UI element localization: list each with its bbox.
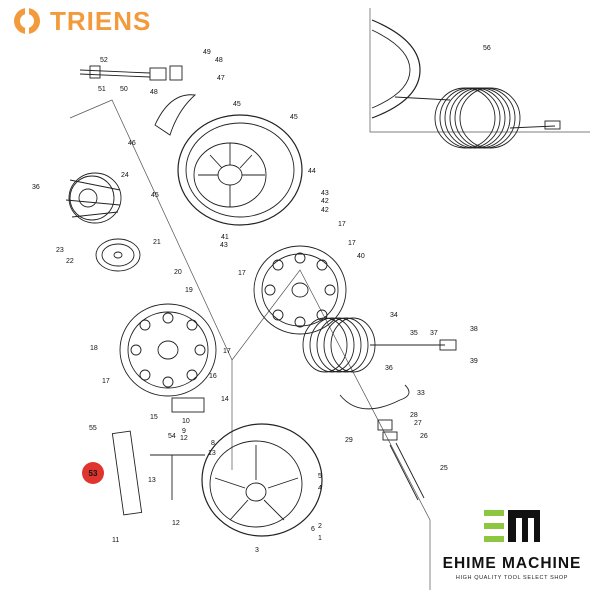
- part-number-label: 50: [120, 86, 128, 93]
- part-number-label: 12: [172, 520, 180, 527]
- part-number-label: 17: [238, 270, 246, 277]
- highlight-marker: [82, 462, 104, 484]
- part-number-label: 36: [385, 365, 393, 372]
- part-number-label: 43: [321, 190, 329, 197]
- part-number-label: 12: [180, 435, 188, 442]
- part-number-label: 16: [209, 373, 217, 380]
- part-number-label: 54: [168, 433, 176, 440]
- part-number-label: 38: [470, 326, 478, 333]
- part-number-label: 45: [233, 101, 241, 108]
- part-number-label: 1: [318, 535, 322, 542]
- plate-18: [119, 303, 217, 397]
- fitting-stack: [377, 419, 425, 501]
- top-fittings: [79, 65, 183, 81]
- footer-name: EHIME MACHINE: [442, 555, 582, 572]
- part-number-label: 45: [151, 192, 159, 199]
- inset-hose-reel: [371, 19, 561, 149]
- brand-mark-icon: [14, 6, 40, 36]
- part-number-label: 35: [410, 330, 418, 337]
- part-number-label: 2: [318, 523, 322, 530]
- part-number-label: 48: [150, 89, 158, 96]
- part-number-label: 43: [220, 242, 228, 249]
- part-number-label: 13: [148, 477, 156, 484]
- part-number-label: 25: [440, 465, 448, 472]
- part-number-label: 42: [321, 207, 329, 214]
- part-number-label: 47: [217, 75, 225, 82]
- plate-40: [253, 245, 347, 335]
- part-number-label: 44: [308, 168, 316, 175]
- part-number-label: 19: [185, 287, 193, 294]
- part-number-label: 13: [208, 450, 216, 457]
- drum-housing: [177, 114, 303, 226]
- bracket-53: [111, 430, 205, 516]
- part-number-label: 23: [56, 247, 64, 254]
- part-number-label: 26: [420, 433, 428, 440]
- part-number-label: 37: [430, 330, 438, 337]
- part-number-label: 17: [223, 348, 231, 355]
- part-number-label: 22: [66, 258, 74, 265]
- part-number-label: 36: [32, 184, 40, 191]
- outline-guide: [231, 269, 431, 590]
- part-number-label: 10: [182, 418, 190, 425]
- part-number-label: 28: [410, 412, 418, 419]
- hose-33: [339, 384, 410, 410]
- part-number-label: 46: [128, 140, 136, 147]
- part-number-label: 5: [318, 473, 322, 480]
- part-number-label: 33: [417, 390, 425, 397]
- part-number-label: 3: [255, 547, 259, 554]
- part-number-label: 27: [414, 420, 422, 427]
- part-number-label: 49: [203, 49, 211, 56]
- part-number-label: 52: [100, 57, 108, 64]
- part-number-label: 20: [174, 269, 182, 276]
- part-number-label: 56: [483, 45, 491, 52]
- part-number-label: 34: [390, 312, 398, 319]
- cone-cover: [154, 94, 197, 136]
- part-number-label: 51: [98, 86, 106, 93]
- footer-tagline: HIGH QUALITY TOOL SELECT SHOP: [455, 575, 569, 581]
- outline-guide: [69, 99, 233, 470]
- rear-cover: [201, 423, 323, 537]
- part-number-label: 45: [290, 114, 298, 121]
- part-number-label: 11: [112, 537, 119, 544]
- part-number-label: 55: [89, 425, 97, 432]
- part-number-label: 4: [318, 485, 322, 492]
- part-number-label: 42: [321, 198, 329, 205]
- part-number-label: 41: [221, 234, 229, 241]
- part-number-label: 18: [90, 345, 98, 352]
- brand-name: TRIENS: [50, 5, 152, 36]
- bracket-14: [171, 397, 205, 413]
- disc-21: [95, 238, 141, 272]
- part-number-label: 15: [150, 414, 158, 421]
- part-number-label: 17: [348, 240, 356, 247]
- part-number-label: 8: [211, 440, 215, 447]
- part-number-label: 6: [311, 526, 315, 533]
- fan-wheel: [65, 172, 122, 224]
- em-mark-icon: [484, 510, 540, 542]
- part-number-label: 48: [215, 57, 223, 64]
- part-number-label: 14: [221, 396, 229, 403]
- part-number-label: 17: [338, 221, 346, 228]
- hose-coil: [302, 317, 457, 373]
- part-number-label: 9: [182, 428, 186, 435]
- part-number-label: 29: [345, 437, 353, 444]
- part-number-label: 24: [121, 172, 129, 179]
- part-number-label: 17: [102, 378, 110, 385]
- brand-logo: TRIENS: [12, 4, 151, 38]
- part-number-label: 21: [153, 239, 161, 246]
- footer-logo: EHIME MACHINE HIGH QUALITY TOOL SELECT S…: [432, 506, 592, 581]
- part-number-label: 40: [357, 253, 365, 260]
- part-number-label: 39: [470, 358, 478, 365]
- outline-guide: [369, 8, 590, 133]
- highlight-marker-label: 53: [89, 469, 98, 478]
